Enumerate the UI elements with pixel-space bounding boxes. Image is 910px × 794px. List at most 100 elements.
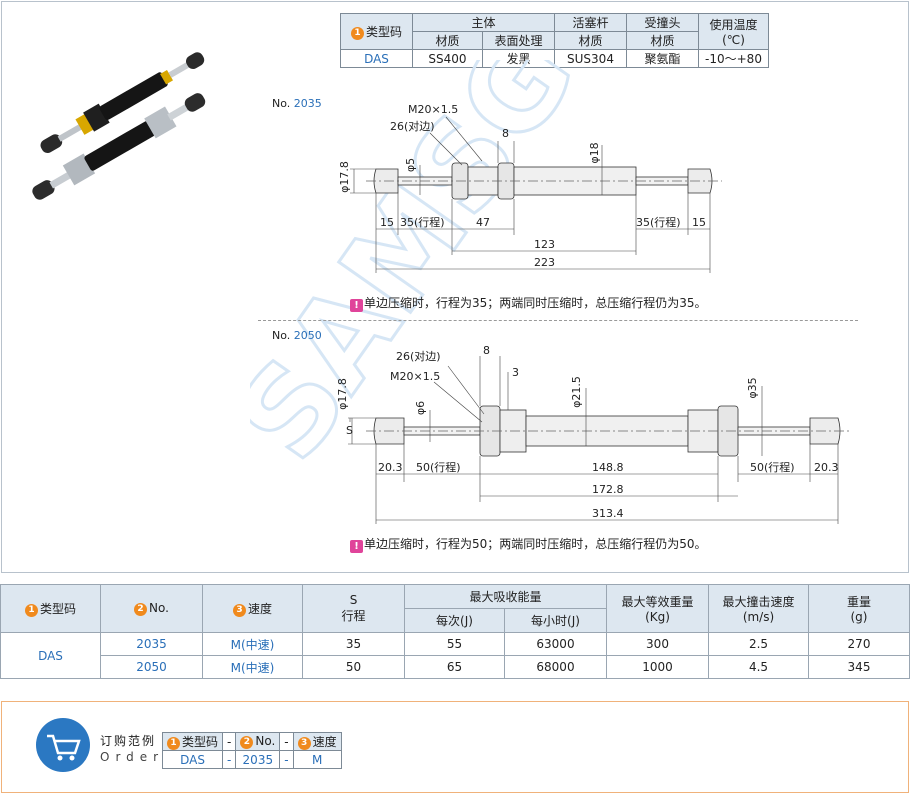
across-flats-label: 26(对边) [396,349,441,363]
spec-h-s: S [349,593,358,607]
dia-5: φ5 [404,158,417,172]
dia-17-8: φ17.8 [338,161,351,193]
dim-172-8: 172.8 [592,483,624,496]
badge-1: 1 [24,604,38,617]
table-row: 2050 M(中速) 50 65 68000 1000 4.5 345 [1,655,910,679]
badge-2: 2 [134,603,148,616]
spec-speed: M(中速) [202,655,303,679]
dim-stroke-right: 35(行程) [636,216,681,229]
dim-20-3-right: 20.3 [814,461,839,474]
spec-h-stroke-label: 行程 [341,609,366,623]
thread-label: M20×1.5 [408,103,458,116]
rod-material-subheader: 材质 [554,31,627,50]
spec-weight: 270 [808,632,910,656]
order-dash: - [222,750,237,769]
dim-stroke-left: 35(行程) [400,216,445,229]
note-2050: !单边压缩时，行程为50；两端同时压缩时，总压缩行程仍为50。 [350,535,707,553]
row-head-material: 聚氨酯 [626,49,699,68]
spec-h-energy: 最大吸收能量 [404,584,607,609]
dim-223: 223 [534,256,555,269]
no-2050-label: No. 2050 [272,329,322,342]
dia-6: φ6 [414,401,427,415]
body-header: 主体 [412,13,555,32]
spec-speed: M(中速) [202,632,303,656]
order-dash: - [222,732,237,751]
order-title-en: Order [100,750,165,764]
shock-absorber-photo [32,52,206,200]
divider [258,320,858,321]
spec-eq-weight: 300 [606,632,709,656]
order-dash: - [279,732,294,751]
spec-impact: 4.5 [708,655,809,679]
note-icon: ! [350,299,363,312]
spec-h-speed-label: 速度 [247,602,272,616]
head-header: 受撞头 [626,13,699,32]
spec-no: 2050 [100,655,203,679]
type-code-label: 类型码 [365,25,402,39]
spec-h-impact: 最大撞击速度(m/s) [708,584,809,633]
body-material-subheader: 材质 [412,31,483,50]
temp-label: 使用温度 [709,18,758,32]
dim-123: 123 [534,238,555,251]
spec-eq-weight: 1000 [606,655,709,679]
dim-8: 8 [502,127,509,140]
no-prefix: No. [272,97,291,110]
thread-label: M20×1.5 [390,370,440,383]
order-h-no-label: No. [255,734,276,748]
no-value: 2035 [293,97,322,110]
dim-3: 3 [512,366,519,379]
order-h-type-label: 类型码 [182,735,219,749]
drawing-2050: 26(对边) M20×1.5 8 3 φ17.8 φ6 φ21.5 φ35 S … [336,344,850,524]
table-row: DAS 2035 M(中速) 35 55 63000 300 2.5 270 [0,632,910,679]
dim-s: S [346,424,353,437]
spec-h-impact-label: 最大撞击速度 [722,595,795,609]
spec-h-no-label: No. [149,601,169,615]
dim-47: 47 [476,216,490,229]
spec-h-stroke: S 行程 [302,584,405,633]
spec-stroke: 35 [302,632,405,656]
no-prefix: No. [272,329,291,342]
badge-1: 1 [350,27,364,40]
order-dash: - [279,750,294,769]
spec-no: 2035 [100,632,203,656]
product-panel [1,1,909,573]
badge-2: 2 [240,736,254,749]
cart-icon [36,718,90,772]
spec-per-hour: 63000 [504,632,607,656]
spec-per-cycle: 55 [404,632,505,656]
no-value: 2050 [293,329,322,342]
head-material-subheader: 材质 [626,31,699,50]
row-body-material: SS400 [412,49,483,68]
spec-h-type-label: 类型码 [39,602,76,616]
spec-h-weight-label: 重量 [846,595,871,609]
dim-stroke-right: 50(行程) [750,461,795,474]
dim-15-left: 15 [380,216,394,229]
order-v-speed: M [292,750,342,769]
watermark: SAMSG [250,60,604,480]
dim-20-3-left: 20.3 [378,461,403,474]
no-2035-label: No. 2035 [272,97,322,110]
spec-h-weight: 重量(g) [808,584,910,633]
note-2050-text: 单边压缩时，行程为50；两端同时压缩时，总压缩行程仍为50。 [364,537,707,551]
note-2035: !单边压缩时，行程为35；两端同时压缩时，总压缩行程仍为35。 [350,294,707,312]
spec-type: DAS [0,632,101,679]
spec-per-cycle: 65 [404,655,505,679]
dia-35: φ35 [746,377,759,398]
note-icon: ! [350,540,363,553]
order-v-type: DAS [161,750,224,769]
surface-subheader: 表面处理 [482,31,555,50]
spec-h-impact-unit: (m/s) [742,610,775,624]
spec-h-eq-weight: 最大等效重量(Kg) [606,584,709,633]
dia-17-8: φ17.8 [336,378,349,410]
order-h-speed-label: 速度 [312,735,337,749]
spec-per-hour: 68000 [504,655,607,679]
badge-1: 1 [167,737,180,750]
